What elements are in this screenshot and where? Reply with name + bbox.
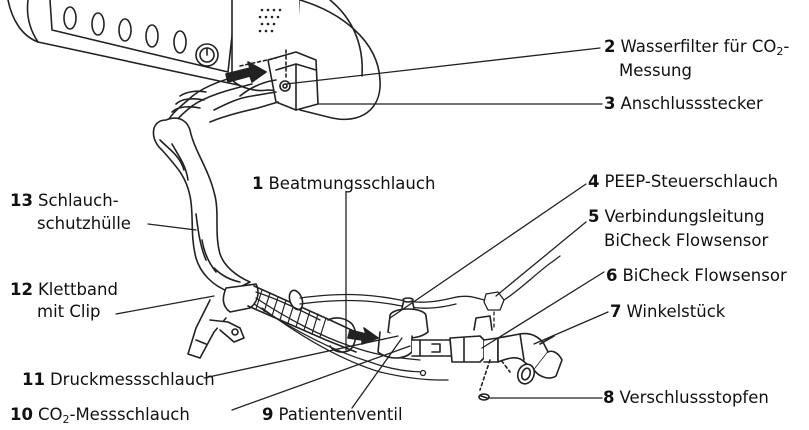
label-8-text: Verschlussstopfen [619,388,768,407]
label-7-number: 7 [610,302,621,321]
elbow-piece [498,334,562,387]
label-2-number: 2 [604,37,615,56]
leader-7 [534,312,608,344]
label-4-number: 4 [588,172,599,191]
label-10-text-b: -Messschlauch [69,405,189,424]
label-11-text: Druckmessschlauch [50,370,215,389]
label-10-text-a: CO [38,405,63,424]
label-3-text: Anschlussstecker [620,94,762,113]
label-11: 11 Druckmessschlauch [22,370,215,390]
label-8: 8 Verschlussstopfen [603,388,769,408]
label-3: 3 Anschlussstecker [604,94,763,114]
velcro-strap-clip [188,284,258,358]
label-13: 13 Schlauch- [10,191,119,211]
closure-plug [479,394,489,400]
label-13-line2: schutzhülle [37,214,131,234]
label-9-number: 9 [262,405,273,424]
leader-9 [352,338,402,408]
label-11-number: 11 [22,370,45,389]
label-7: 7 Winkelstück [610,302,725,322]
label-12-number: 12 [10,280,33,299]
label-12: 12 Klettband [10,280,118,300]
label-2-text-a: Wasserfilter für CO [620,37,776,56]
label-6-text: BiCheck Flowsensor [622,266,786,285]
label-5-number: 5 [588,207,599,226]
label-5-line2: BiCheck Flowsensor [604,231,768,251]
label-10-number: 10 [10,405,33,424]
label-9: 9 Patientenventil [262,405,403,425]
ventilator-device [8,0,380,119]
label-5: 5 Verbindungsleitung [588,207,765,227]
label-4: 4 PEEP-Steuerschlauch [588,172,778,192]
power-button [196,44,218,66]
label-3-number: 3 [604,94,615,113]
label-1-number: 1 [252,174,263,193]
label-1: 1 Beatmungsschlauch [252,174,435,194]
leader-12 [116,296,214,314]
leader-10 [232,346,410,410]
label-13-text: Schlauch- [38,191,119,210]
label-5-text: Verbindungsleitung [604,207,764,226]
label-13-number: 13 [10,191,33,210]
leader-13 [148,224,196,230]
label-9-text: Patientenventil [278,405,402,424]
leader-5 [496,222,586,296]
label-1-text: Beatmungsschlauch [268,174,435,193]
protective-sleeve [153,118,250,292]
label-12-line2: mit Clip [37,302,101,322]
peep-and-connection-lines [300,256,560,328]
leader-11 [204,336,398,378]
label-8-number: 8 [603,388,614,407]
label-2-line2: Messung [619,61,692,81]
label-12-text: Klettband [38,280,118,299]
label-4-text: PEEP-Steuerschlauch [604,172,778,191]
label-2-text-b: - [783,37,789,56]
label-7-text: Winkelstück [626,302,725,321]
label-6-number: 6 [606,266,617,285]
label-6: 6 BiCheck Flowsensor [606,266,787,286]
